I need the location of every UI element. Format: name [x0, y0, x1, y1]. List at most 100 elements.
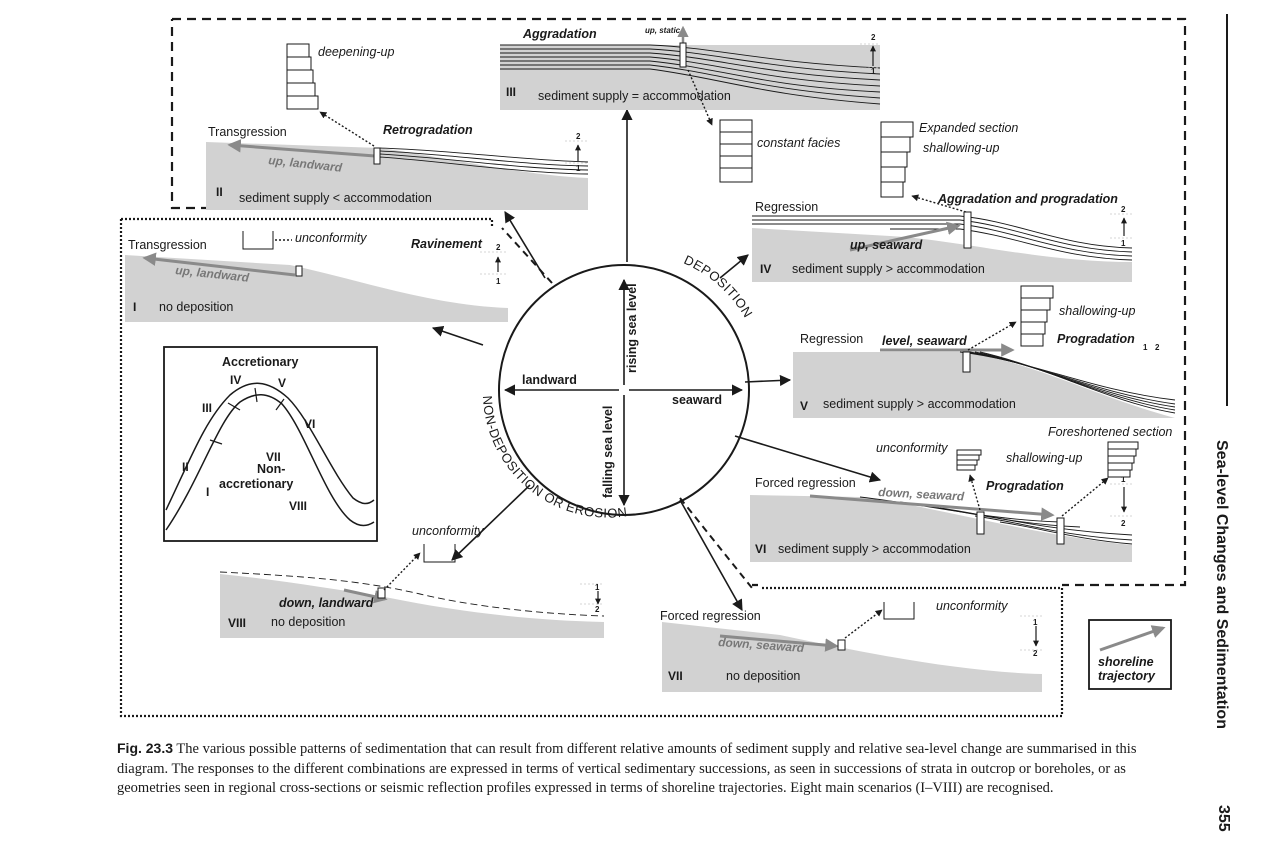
panel-vi: 1 2 Forced regression Progradation down,…	[750, 425, 1172, 562]
panel-vi-column-large	[1107, 441, 1139, 478]
panel-i: 2 1 Transgression Ravinement up, landwar…	[125, 231, 508, 322]
figure-caption: Fig. 23.3 The various possible patterns …	[117, 739, 1187, 799]
non-deposition-box	[119, 217, 1064, 718]
radial-arrows	[431, 108, 882, 611]
panel-ii-supply: sediment supply < accommodation	[239, 191, 432, 205]
panel-i-numeral: I	[133, 300, 136, 314]
panel-i-column-note: unconformity	[295, 231, 367, 245]
panel-ii-numeral: II	[216, 185, 223, 199]
panel-v-mark-1: 1	[1143, 343, 1148, 352]
panel-iv-shoreline: Regression	[755, 200, 818, 214]
panel-v-supply: sediment supply > accommodation	[823, 397, 1016, 411]
panel-vi-column-note-2: shallowing-up	[1006, 451, 1082, 465]
circle-seaward-label: seaward	[672, 393, 722, 407]
panel-iii-title: Aggradation	[522, 27, 597, 41]
panel-ii: 2 1 Transgression Retrogradation up, lan…	[206, 43, 589, 210]
panel-iv-title: Aggradation and progradation	[937, 192, 1118, 206]
panel-viii: 1 2 down, landward VIII no deposition un…	[219, 524, 605, 638]
panel-vii-trajectory: down, seaward	[718, 635, 805, 655]
panel-iii-mark-1: 1	[871, 67, 876, 76]
panel-viii-numeral: VIII	[228, 616, 246, 630]
inset-numeral-viii: VIII	[289, 499, 307, 513]
inset-numeral-i: I	[206, 485, 209, 499]
inset-numeral-ii: II	[182, 460, 189, 474]
panel-v-column	[1020, 285, 1054, 347]
panel-v-title: Progradation	[1057, 332, 1135, 346]
inset-non-accretionary-1: Non-	[257, 462, 285, 476]
circle-landward-label: landward	[522, 373, 577, 387]
panel-vi-column-note-1: Foreshortened section	[1048, 425, 1172, 439]
panel-vii-shoreline: Forced regression	[660, 609, 761, 623]
inset-numeral-vi: VI	[304, 417, 315, 431]
inset-numeral-v: V	[278, 376, 286, 390]
panel-vi-shoreline: Forced regression	[755, 476, 856, 490]
panel-iv-numeral: IV	[760, 262, 771, 276]
panel-iv-mark-2: 2	[1121, 205, 1126, 214]
margin-rule	[1226, 14, 1228, 406]
legend-line-2: trajectory	[1098, 669, 1156, 683]
panel-i-mark-1: 1	[496, 277, 501, 286]
inset-numeral-iv: IV	[230, 373, 241, 387]
panel-iv-mark-1: 1	[1121, 239, 1126, 248]
panel-v-trajectory: level, seaward	[882, 334, 967, 348]
inset-numeral-vii: VII	[266, 450, 281, 464]
panel-viii-column-note: unconformity	[412, 524, 484, 538]
central-circle: rising sea level falling sea level landw…	[480, 252, 755, 521]
panel-iii-trajectory: up, static	[645, 26, 681, 35]
panel-iv-column	[880, 121, 914, 198]
panel-iii-column-note: constant facies	[757, 136, 840, 150]
panel-i-shoreline: Transgression	[128, 238, 207, 252]
panel-vi-column-small	[956, 449, 982, 471]
panel-vi-column-note-3: unconformity	[876, 441, 948, 455]
panel-iii-supply: sediment supply = accommodation	[538, 89, 731, 103]
panel-v-mark-2: 2	[1155, 343, 1160, 352]
panel-vii-supply: no deposition	[726, 669, 800, 683]
panel-viii-mark-1: 1	[595, 583, 600, 592]
panel-ii-column-note: deepening-up	[318, 45, 395, 59]
panel-vii-numeral: VII	[668, 669, 683, 683]
panel-ii-mark-2: 2	[576, 132, 581, 141]
panel-vi-mark-2: 2	[1121, 519, 1126, 528]
caption-text: The various possible patterns of sedimen…	[117, 741, 1137, 796]
caption-label: Fig. 23.3	[117, 740, 174, 756]
circle-rising-label: rising sea level	[625, 283, 639, 373]
panel-v-column-note: shallowing-up	[1059, 304, 1135, 318]
panel-vii-mark-1: 1	[1033, 618, 1038, 627]
panel-i-title: Ravinement	[411, 237, 483, 251]
panel-ii-mark-1: 1	[576, 164, 581, 173]
panel-i-supply: no deposition	[159, 300, 233, 314]
panel-iv-trajectory: up, seaward	[850, 238, 923, 252]
panel-vi-mark-1: 1	[1121, 475, 1126, 484]
panel-viii-mark-2: 2	[595, 605, 600, 614]
panel-iii-column	[719, 119, 753, 183]
panel-iv: 2 1 Regression Aggradation and progradat…	[752, 121, 1133, 282]
panel-viii-trajectory: down, landward	[279, 596, 374, 610]
panel-iii-numeral: III	[506, 85, 516, 99]
inset-numeral-iii: III	[202, 401, 212, 415]
panel-vi-trajectory: down, seaward	[878, 485, 965, 504]
panel-iv-column-note-2: shallowing-up	[923, 141, 999, 155]
circle-falling-label: falling sea level	[601, 406, 615, 498]
panel-iv-column-note-1: Expanded section	[919, 121, 1018, 135]
inset-non-accretionary-2: accretionary	[219, 477, 293, 491]
panel-viii-supply: no deposition	[271, 615, 345, 629]
panel-ii-shoreline: Transgression	[208, 125, 287, 139]
panel-iii-mark-2: 2	[871, 33, 876, 42]
panel-v-shoreline: Regression	[800, 332, 863, 346]
inset-accretionary: Accretionary	[222, 355, 298, 369]
panel-ii-title: Retrogradation	[383, 123, 473, 137]
panel-v-numeral: V	[800, 399, 808, 413]
panel-iv-supply: sediment supply > accommodation	[792, 262, 985, 276]
legend-box: shoreline trajectory	[1088, 619, 1172, 690]
panel-iii: 2 1 Aggradation up, static III sediment …	[500, 25, 881, 183]
panel-vi-numeral: VI	[755, 542, 766, 556]
panel-vii: 1 2 Forced regression down, seaward VII …	[660, 599, 1042, 692]
panel-vi-supply: sediment supply > accommodation	[778, 542, 971, 556]
panel-vii-column-note: unconformity	[936, 599, 1008, 613]
legend-line-1: shoreline	[1098, 655, 1154, 669]
panel-i-mark-2: 2	[496, 243, 501, 252]
inset-box: Accretionary Non- accretionary I II III …	[163, 346, 378, 542]
panel-ii-column	[286, 43, 319, 110]
panel-vii-mark-2: 2	[1033, 649, 1038, 658]
